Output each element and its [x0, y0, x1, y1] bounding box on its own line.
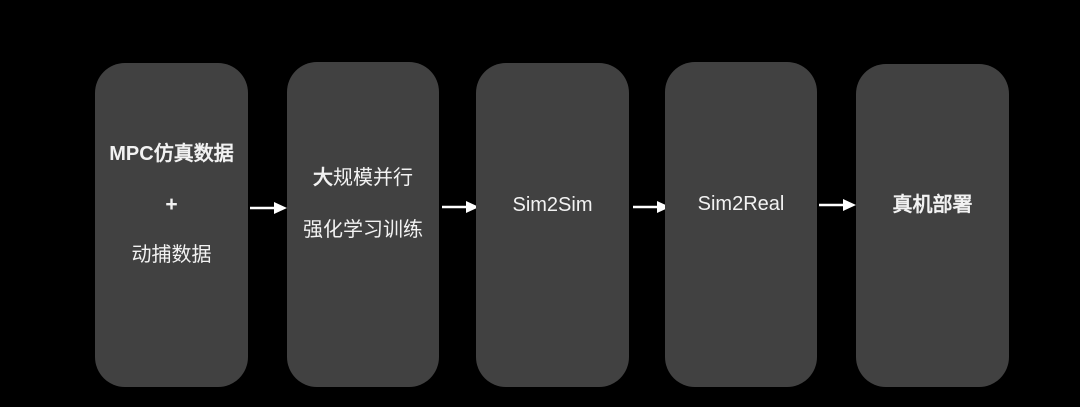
flow-step-training-data: MPC仿真数据 + 动捕数据 — [95, 63, 248, 387]
step-label: 真机部署 — [892, 194, 973, 216]
arrow-right-icon — [819, 199, 856, 211]
step-label-line: MPC仿真数据 — [109, 142, 234, 165]
arrow-right-icon — [442, 201, 479, 213]
flow-step-rl-training: 大规模并行 强化学习训练 — [287, 62, 439, 387]
flow-step-sim2sim: Sim2Sim — [476, 63, 629, 387]
arrow-right-icon — [250, 202, 287, 214]
step-label-line: 强化学习训练 — [303, 219, 423, 241]
flow-step-real-robot-deployment: 真机部署 — [856, 64, 1009, 387]
step-label-line: 动捕数据 — [131, 244, 212, 267]
plus-sign: + — [165, 192, 178, 216]
arrow-right-icon — [633, 201, 670, 213]
step-label-line: 大规模并行 — [313, 167, 413, 190]
step-label-rest: 规模并行 — [333, 167, 413, 189]
step-label: Sim2Real — [697, 193, 785, 215]
step-label-bold-part: 大 — [313, 167, 333, 189]
flow-step-sim2real: Sim2Real — [665, 62, 817, 387]
step-label: Sim2Sim — [512, 193, 593, 216]
